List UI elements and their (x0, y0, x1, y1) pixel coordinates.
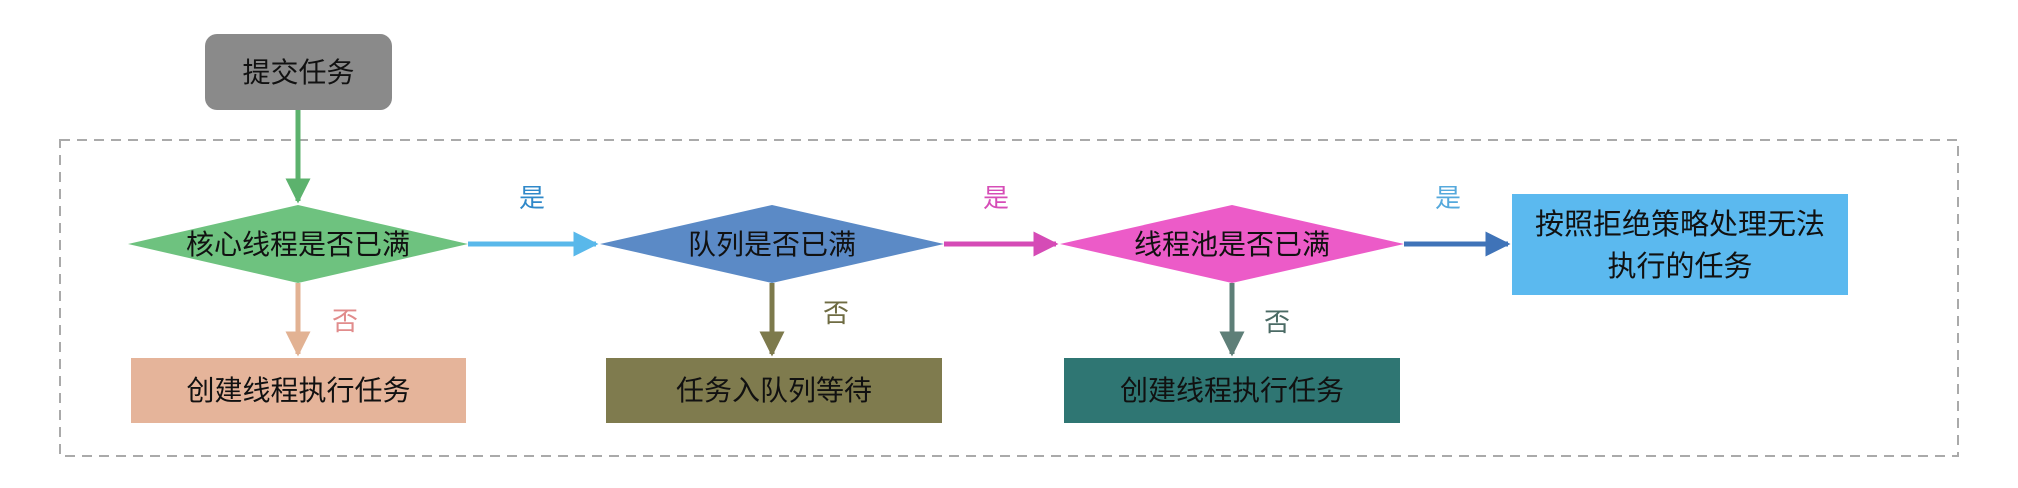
action-1-label: 创建线程执行任务 (186, 374, 411, 407)
action-3-shape (1064, 358, 1400, 423)
edge-label-yes-2: 是 (983, 184, 1010, 214)
edge-label-no-1: 否 (332, 307, 359, 337)
edge-label-yes-1: 是 (519, 184, 546, 214)
action-2-shape (606, 358, 942, 423)
edge-label-no-2: 否 (823, 299, 850, 329)
start-node-label: 提交任务 (242, 55, 355, 89)
edge-label-no-3: 否 (1264, 308, 1291, 338)
edge-label-yes-3: 是 (1435, 184, 1462, 214)
dashed-container-border (59, 139, 1959, 457)
decision-1-label: 核心线程是否已满 (185, 227, 410, 261)
decision-2-shape (600, 205, 944, 283)
action-3-label: 创建线程执行任务 (1119, 374, 1344, 407)
action-2-label: 任务入队列等待 (675, 374, 872, 407)
decision-1-shape (128, 205, 468, 283)
action-1-shape (131, 358, 466, 423)
decision-3-label: 线程池是否已满 (1133, 227, 1330, 261)
decision-2-label: 队列是否已满 (687, 227, 856, 261)
reject-label: 按照拒绝策略处理无法执行的任务 (1534, 206, 1825, 283)
reject-shape (1512, 194, 1848, 295)
decision-3-shape (1060, 205, 1404, 283)
start-node-shape (205, 34, 392, 110)
